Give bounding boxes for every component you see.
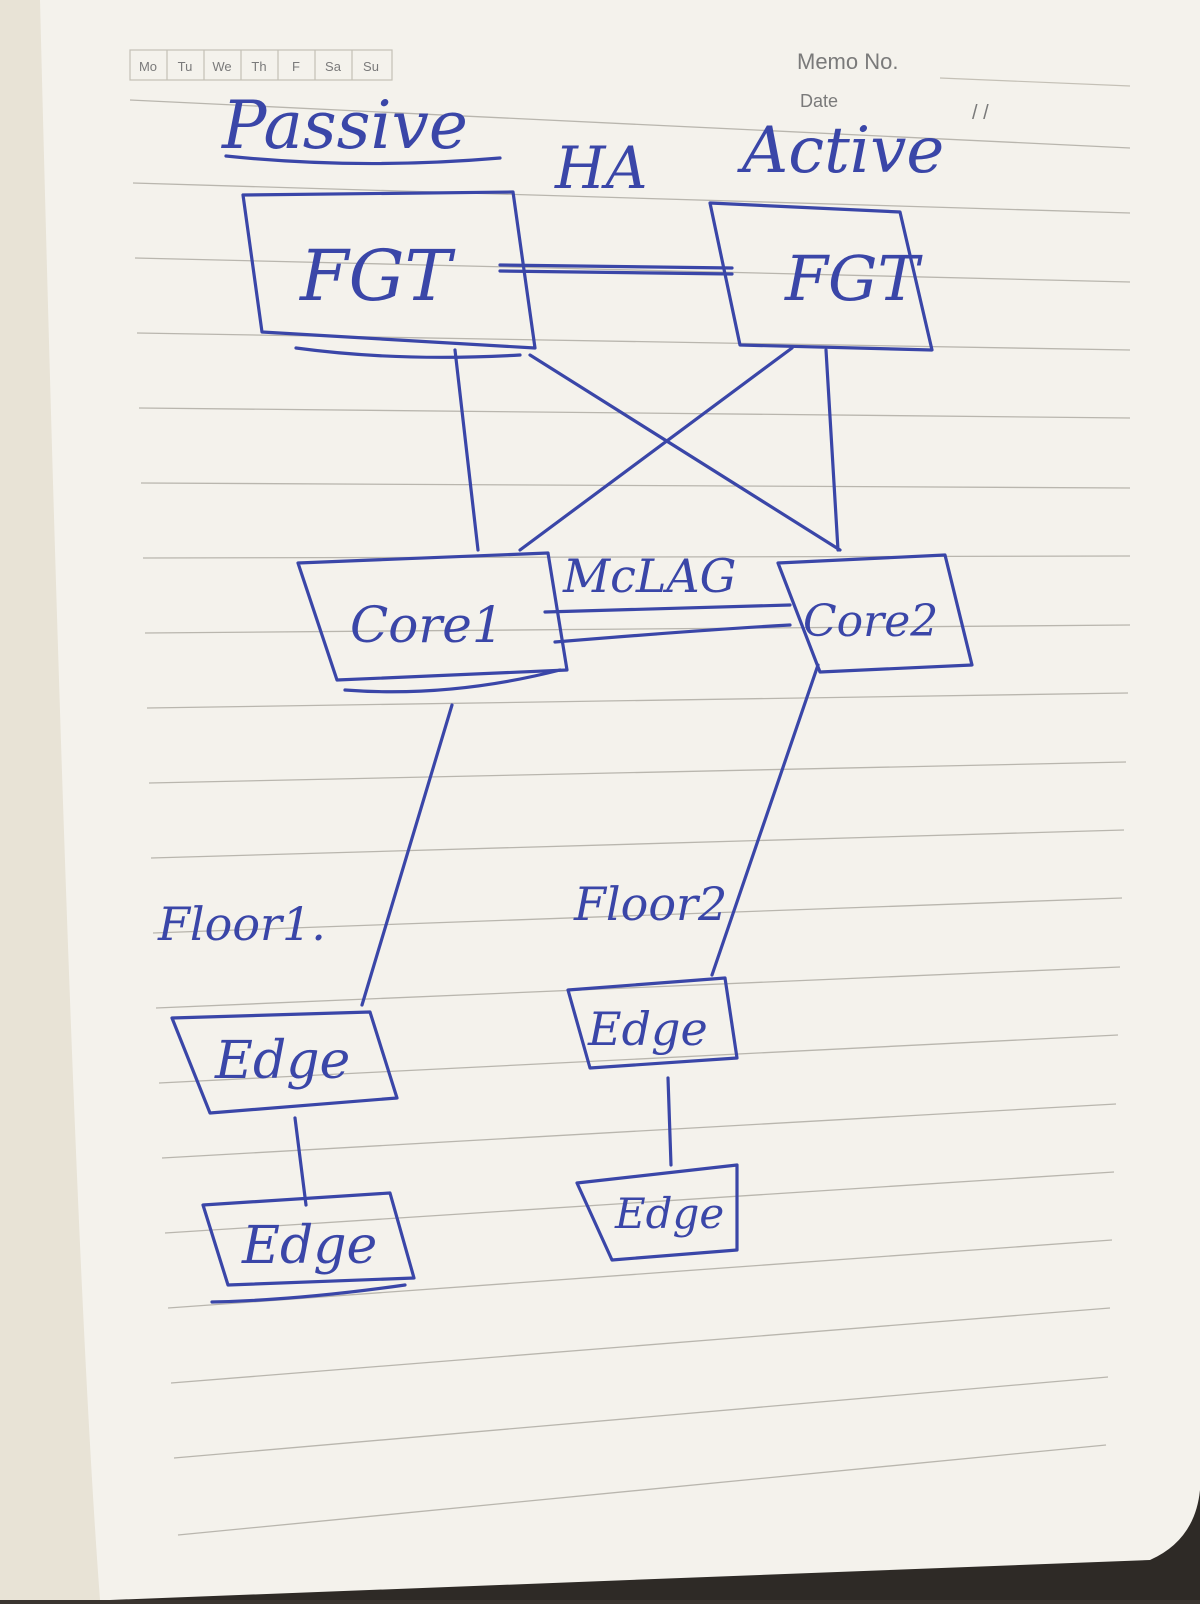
weekday-we: We [212, 59, 231, 74]
edge-f2-bottom-box [575, 1163, 739, 1262]
ha-label: HA [554, 134, 647, 202]
date-label: Date [800, 91, 838, 111]
link-fgtl-core1 [453, 348, 480, 552]
link-core2-floor2 [710, 663, 820, 977]
fgt-right-label: FGT [784, 242, 924, 315]
fgt-left-label: FGT [298, 235, 455, 317]
floor2-label: Floor2 [573, 877, 727, 931]
link-f2-edges [666, 1076, 673, 1167]
weekday-mo: Mo [139, 59, 157, 74]
active-label: Active [737, 114, 944, 188]
edge-f2-top-label: Edge [587, 1002, 708, 1056]
fgt-left-box [241, 190, 537, 350]
link-f1-edges [293, 1116, 308, 1207]
weekday-su: Su [363, 59, 379, 74]
core2-box [776, 553, 974, 674]
edge-f1-bottom-box [201, 1191, 416, 1287]
edge-f1-top-box [170, 1010, 399, 1115]
date-slashes: / / [972, 102, 989, 124]
weekday-boxes: Mo Tu We Th F Sa Su [129, 49, 393, 81]
network-diagram: Passive HA Active FGT FGT Core1 Core2 Mc… [157, 87, 974, 1304]
core1-box [296, 551, 569, 682]
mclag-link [543, 603, 792, 614]
floor1-label: Floor1. [157, 897, 326, 951]
notebook-page [40, 0, 1200, 1600]
weekday-f: F [292, 59, 300, 74]
ha-link [498, 263, 734, 270]
link-core1-floor1 [360, 703, 454, 1007]
link-fgtr-core1 [518, 346, 794, 552]
weekday-box-frame [129, 49, 393, 81]
edge-f2-top-box [566, 976, 739, 1070]
passive-underline [224, 154, 502, 166]
core2-label: Core2 [803, 596, 938, 647]
link-fgtr-core2 [824, 348, 840, 552]
mclag-label: McLAG [562, 549, 736, 603]
edge-f1-bottom-label: Edge [241, 1216, 377, 1276]
fgt-right-box [708, 201, 934, 352]
memo-label: Memo No. [797, 49, 898, 74]
memo-underline [939, 77, 1131, 87]
passive-label: Passive [221, 87, 468, 164]
weekday-tu: Tu [178, 59, 193, 74]
weekday-sa: Sa [325, 59, 342, 74]
edge-f1-top-label: Edge [214, 1031, 350, 1091]
core1-label: Core1 [350, 596, 504, 654]
edge-f2-bottom-label: Edge [614, 1189, 724, 1238]
link-fgtl-core2 [528, 353, 842, 552]
weekday-th: Th [251, 59, 266, 74]
ruled-lines [129, 99, 1131, 1536]
